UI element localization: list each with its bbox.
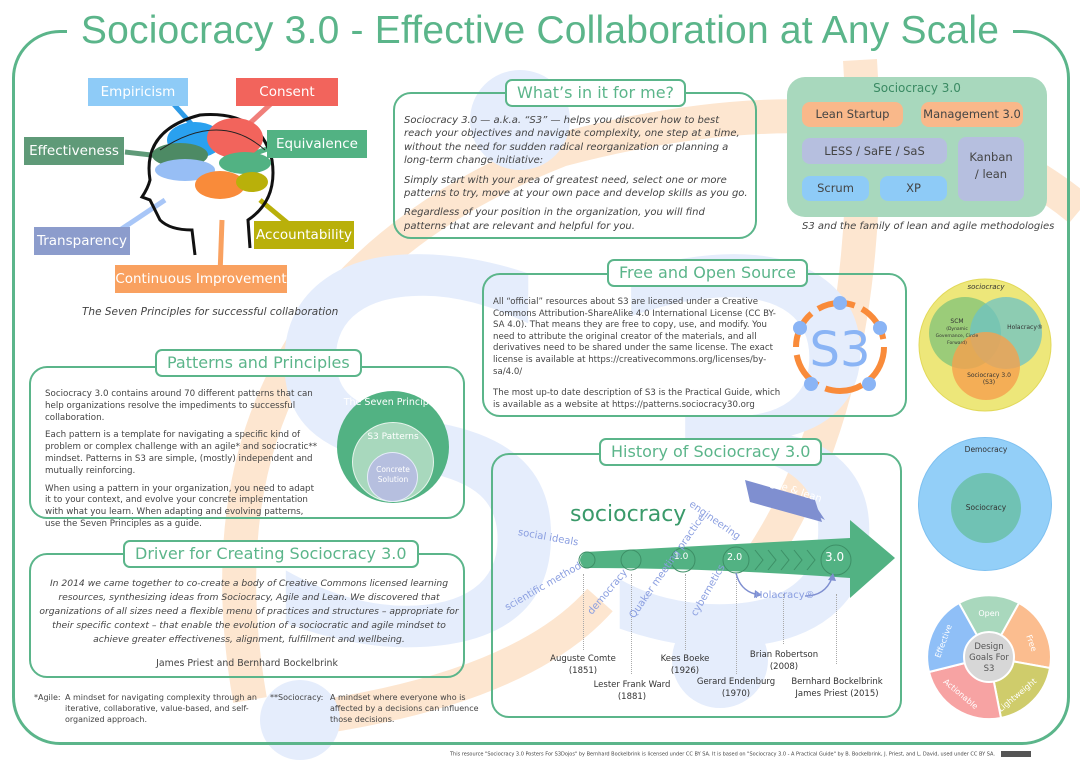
- family-lean-startup: Lean Startup: [802, 102, 903, 127]
- timeline-marker: [583, 574, 584, 650]
- free-open-paragraph: The most up-to date description of S3 is…: [493, 388, 781, 410]
- driver-quote: In 2014 we came together to co-create a …: [39, 578, 459, 645]
- person-brian-robertson: Brian Robertson(2008): [749, 650, 819, 672]
- free-open-title: Free and Open Source: [607, 259, 808, 287]
- driver-title: Driver for Creating Sociocracy 3.0: [123, 540, 419, 568]
- s3-patterns-label: S3 Patterns: [367, 432, 419, 442]
- concrete-solution-label: Concrete Solution: [376, 465, 410, 484]
- family-kanban-lean: Kanban / lean: [958, 137, 1024, 201]
- venn-holacracy-label: Holacracy®: [1007, 324, 1043, 331]
- timeline-marker: [631, 574, 632, 674]
- driver-authors: James Priest and Bernhard Bockelbrink: [156, 658, 338, 669]
- svg-text:S3: S3: [809, 322, 870, 378]
- family-scrum: Scrum: [802, 176, 869, 201]
- footnote-sociocracy: **Sociocracy: A mindset where everyone w…: [270, 692, 490, 725]
- family-management-30: Management 3.0: [921, 102, 1023, 127]
- page-title: Sociocracy 3.0 - Effective Collaboration…: [66, 6, 1014, 56]
- principle-consent: Consent: [236, 78, 338, 106]
- sociocracy-venn-diagram: [918, 278, 1052, 412]
- license-footer: This resource "Sociocracy 3.0 Posters Fo…: [450, 751, 1031, 758]
- venn-outer-label: sociocracy: [967, 283, 1005, 291]
- holacracy-label: Holacracy®: [755, 590, 815, 601]
- design-goals-center-label: Design Goals For S3: [969, 642, 1009, 674]
- history-heading: sociocracy: [570, 502, 687, 527]
- footnote-agile-term: *Agile:: [34, 693, 61, 702]
- family-xp: XP: [880, 176, 947, 201]
- milestone-1-0: 1.0: [674, 552, 689, 562]
- footnote-sociocracy-term: **Sociocracy:: [270, 693, 324, 702]
- s3-logo-icon: S3: [793, 296, 887, 394]
- milestone-2-0: 2.0: [727, 552, 743, 563]
- patterns-paragraph: Each pattern is a template for navigatin…: [45, 430, 318, 476]
- free-open-paragraph: All “official” resources about S3 are li…: [493, 297, 776, 377]
- timeline-marker: [783, 594, 784, 644]
- milestone-3-0: 3.0: [825, 550, 845, 564]
- person-auguste-comte: Auguste Comte(1851): [550, 654, 616, 676]
- seven-principles-label: The Seven Principles: [343, 397, 443, 408]
- design-goals-wheel: Open Free Lightweight Actionable Effecti…: [926, 594, 1052, 721]
- cc-by-sa-badge-icon[interactable]: [1000, 751, 1031, 757]
- principle-transparency: Transparency: [34, 227, 130, 255]
- patterns-paragraph: When using a pattern in your organizatio…: [45, 483, 314, 529]
- sociocracy-label: Sociocracy: [965, 503, 1007, 512]
- person-kees-boeke: Kees Boeke(1926): [660, 654, 710, 676]
- concrete-solution-circle: Concrete Solution: [367, 452, 418, 502]
- whats-in-it-paragraph: Sociocracy 3.0 — a.k.a. “S3” — helps you…: [404, 115, 740, 167]
- whats-in-it-paragraph: Simply start with your area of greatest …: [404, 174, 748, 200]
- whats-in-it-paragraph: Regardless of your position in the organ…: [404, 207, 705, 232]
- venn-s3-label: Sociocracy 3.0(S3): [967, 372, 1011, 386]
- history-title: History of Sociocracy 3.0: [599, 438, 823, 466]
- license-text: This resource "Sociocracy 3.0 Posters Fo…: [450, 751, 995, 758]
- principle-continuous-improvement: Continuous Improvement: [115, 265, 287, 293]
- principles-caption: The Seven Principles for successful coll…: [82, 306, 339, 318]
- patterns-paragraph: Sociocracy 3.0 contains around 70 differ…: [45, 389, 313, 423]
- footnote-agile: *Agile: A mindset for navigating complex…: [34, 692, 264, 725]
- democracy-label: Democracy: [964, 445, 1008, 454]
- title-bar: Sociocracy 3.0 - Effective Collaboration…: [0, 6, 1080, 56]
- svg-text:Open: Open: [978, 609, 999, 618]
- footnote-sociocracy-definition: A mindset where everyone who is affected…: [330, 693, 479, 724]
- principle-accountability: Accountability: [254, 221, 354, 249]
- patterns-title: Patterns and Principles: [155, 349, 362, 377]
- sociocracy-circle: Sociocracy: [951, 473, 1021, 543]
- timeline-marker: [736, 574, 737, 674]
- whats-in-it-title: What’s in it for me?: [505, 79, 687, 107]
- whats-in-it-panel: Sociocracy 3.0 — a.k.a. “S3” — helps you…: [393, 92, 757, 239]
- venn-scm-label: SCM(Dynamic Governance, Circle Forward): [935, 318, 979, 346]
- timeline-marker: [836, 594, 837, 664]
- driver-panel: In 2014 we came together to co-create a …: [29, 553, 465, 678]
- principle-equivalence: Equivalence: [267, 130, 367, 158]
- family-caption: S3 and the family of lean and agile meth…: [802, 221, 1055, 232]
- person-gerard-endenburg: Gerard Endenburg(1970): [696, 677, 776, 699]
- principle-effectiveness: Effectiveness: [24, 137, 124, 165]
- footnote-agile-definition: A mindset for navigating complexity thro…: [65, 693, 257, 724]
- person-lester-frank-ward: Lester Frank Ward(1881): [593, 680, 671, 702]
- family-title: Sociocracy 3.0: [873, 81, 961, 95]
- history-timeline-arrow: [578, 480, 895, 598]
- principle-empiricism: Empiricism: [88, 78, 188, 106]
- timeline-marker: [685, 574, 686, 650]
- family-less-safe-sas: LESS / SaFE / SaS: [802, 138, 947, 164]
- patterns-panel: Sociocracy 3.0 contains around 70 differ…: [29, 366, 465, 529]
